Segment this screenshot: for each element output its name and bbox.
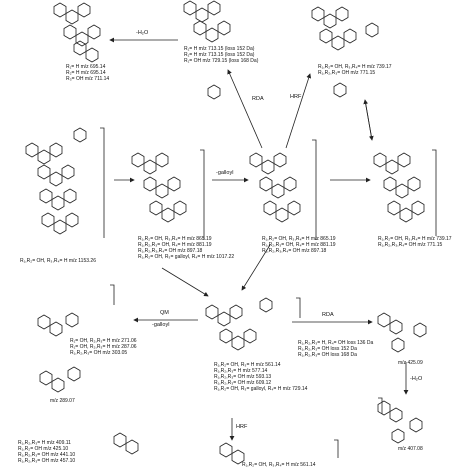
- label-right-425: m/z 425.09: [398, 360, 423, 366]
- reaction-arrows: [109, 37, 409, 441]
- label-line: R₁,R₂,R₃= H m/z 577.14: [214, 368, 268, 374]
- label-line: R₁= OH m/z 729.15 (loss 168 Da): [184, 58, 259, 64]
- structure-reagent-rda: [207, 84, 221, 100]
- structure-right-425: [377, 312, 427, 353]
- label-center-dimer: R₁,R₂= OH, R₃= H m/z 561.14 R₁,R₂,R₃= H …: [214, 362, 307, 392]
- label-catechin: m/z 289.07: [50, 398, 75, 404]
- label-qm-products: R₁= OH, R₂,R₃= H m/z 271.06 R₁= OH, R₂,R…: [70, 338, 137, 356]
- label-line: R₁= H m/z 713.15 (loss 152 Da): [184, 52, 255, 58]
- label-top-center: R₁= H m/z 713.15 (loss 152 Da) R₁= H m/z…: [184, 46, 258, 64]
- structure-mid-left: [131, 152, 187, 223]
- label-left-tetramer: R₁,R₂= OH, R₃,R₄= H m/z 1153.26: [20, 258, 96, 264]
- label-top-right: R₁,R₂= OH, R₃,R₄= H m/z 739.17 R₁,R₂,R₃=…: [318, 64, 392, 76]
- label-line: R₁,R₂,R₃,R₄= OH m/z 897.18: [138, 248, 203, 254]
- label-line: R₁,R₂,R₃= OH loss 168 Da: [298, 352, 357, 358]
- label-line: m/z 289.07: [50, 398, 75, 404]
- label-mid-right: R₁,R₂= OH, R₃,R₄= H m/z 739.17 R₁,R₂,R₃,…: [378, 236, 452, 248]
- arrow-label-minus-h2o: -H₂O: [136, 30, 149, 36]
- label-line: R₁,R₂,R₃= OH, R₄= H m/z 881.19: [138, 242, 212, 248]
- label-line: R₁,R₂,R₃= OH m/z 593.13: [214, 374, 272, 380]
- label-line: R₁,R₂,R₃= OH m/z 609.12: [214, 380, 272, 386]
- label-line: R₁= H m/z 695.14: [66, 64, 106, 70]
- arrow-label-rda-right: RDA: [322, 312, 334, 318]
- label-line: m/z 407.08: [398, 446, 423, 452]
- arrow-label-hrf-bottom: HRF: [236, 424, 248, 430]
- label-line: R₁,R₂= OH, R₃,R₄= H m/z 865.19: [138, 236, 212, 242]
- label-line: R₁,R₂= OH, R₃,R₄= H m/z 739.17: [378, 236, 452, 242]
- arrow-label-hrf: HRF: [290, 94, 302, 100]
- label-line: R₁,R₂,R₃= OH loss 152 Da: [298, 346, 357, 352]
- label-right-407: m/z 407.08: [398, 446, 423, 452]
- label-line: R₁,R₂,R₃= OH, R₄= H m/z 881.19: [262, 242, 336, 248]
- structure-top-left: [53, 2, 101, 63]
- arrow-label-qm: QM: [160, 310, 169, 316]
- label-top-left: R₁= H m/z 695.14 R₂= H m/z 695.14 R₃= OH…: [66, 64, 109, 82]
- structure-center-dimer: [205, 297, 273, 351]
- label-line: R₁,R₂,R₃,R₄= OH m/z 897.18: [262, 248, 327, 254]
- label-mid-left: R₁,R₂= OH, R₃,R₄= H m/z 865.19 R₁,R₂,R₃=…: [138, 236, 234, 260]
- label-line: R₁,R₂,R₃,R₄= OH m/z 771.15: [378, 242, 443, 248]
- structure-bottom-center: [219, 442, 245, 465]
- label-line: R₁,R₂= OH, R₃,R₄= H m/z 865.19: [262, 236, 336, 242]
- label-line: R₃= OH m/z 711.14: [66, 76, 110, 82]
- structure-top-center: [183, 0, 231, 43]
- structure-qm-products: [37, 312, 79, 337]
- label-line: R₁= OH, R₂,R₃= H m/z 287.06: [70, 344, 137, 350]
- label-mid-center: R₁,R₂= OH, R₃,R₄= H m/z 865.19 R₁,R₂,R₃=…: [262, 236, 336, 254]
- label-bottom-center: R₁,R₂= OH, R₃,R₄= H m/z 561.14: [242, 462, 316, 468]
- label-line: R₁,R₂,R₃= H, R₄= OH loss 136 Da: [298, 340, 374, 346]
- arrow-label-galloyl-left: -galloyl: [152, 322, 170, 328]
- structure-catechin: [39, 366, 81, 393]
- label-line: R₁,R₂,R₃= OH m/z 457.10: [18, 458, 76, 464]
- label-line: R₁,R₂= OH, R₃,R₄= H m/z 739.17: [318, 64, 392, 70]
- label-line: R₁,R₂= OH, R₃,R₄= H m/z 1153.26: [20, 258, 96, 264]
- label-line: R₁,R₂,R₃= H m/z 409.11: [18, 440, 71, 446]
- label-line: R₁= H m/z 713.15 (loss 152 Da): [184, 46, 255, 52]
- label-bottom-left: R₁,R₂,R₃= H m/z 409.11 R₁,R₂= OH m/z 425…: [18, 440, 75, 464]
- label-line: R₁,R₂= OH, R₃,R₄= H m/z 561.14: [242, 462, 316, 468]
- structure-bottom-left: [113, 432, 139, 455]
- structure-reagent-hrf: [333, 82, 347, 98]
- label-line: R₁,R₂,R₃= OH m/z 303.05: [70, 350, 128, 356]
- label-line: R₁,R₂= OH, R₃= galloyl, R₄= H m/z 1017.2…: [138, 254, 235, 260]
- structure-top-right: [311, 6, 379, 51]
- arrow-label-h2o-right: -H₂O: [410, 376, 423, 382]
- structure-mid-right: [373, 152, 425, 223]
- label-line: R₁,R₂,R₃= OH m/z 771.15: [318, 70, 376, 76]
- label-line: R₂= H m/z 695.14: [66, 70, 106, 76]
- structure-mid-center: [249, 152, 301, 223]
- structure-left-tetramer: [25, 127, 87, 235]
- brackets: [100, 127, 437, 458]
- label-line: R₁= OH, R₂,R₃= H m/z 271.06: [70, 338, 137, 344]
- label-rda-products: R₁,R₂,R₃= H, R₄= OH loss 136 Da R₁,R₂,R₃…: [298, 340, 373, 358]
- label-line: R₁,R₂,R₃= OH m/z 441.10: [18, 452, 76, 458]
- arrow-label-galloyl-mid: -galloyl: [216, 170, 234, 176]
- label-line: R₁,R₂= OH, R₃= galloyl, R₄= H m/z 729.14: [214, 386, 308, 392]
- label-line: R₁,R₂= OH, R₃= H m/z 561.14: [214, 362, 281, 368]
- arrow-label-rda: RDA: [252, 96, 264, 102]
- label-line: R₁,R₂= OH m/z 425.10: [18, 446, 69, 452]
- label-line: m/z 425.09: [398, 360, 423, 366]
- structure-right-407: [377, 400, 423, 444]
